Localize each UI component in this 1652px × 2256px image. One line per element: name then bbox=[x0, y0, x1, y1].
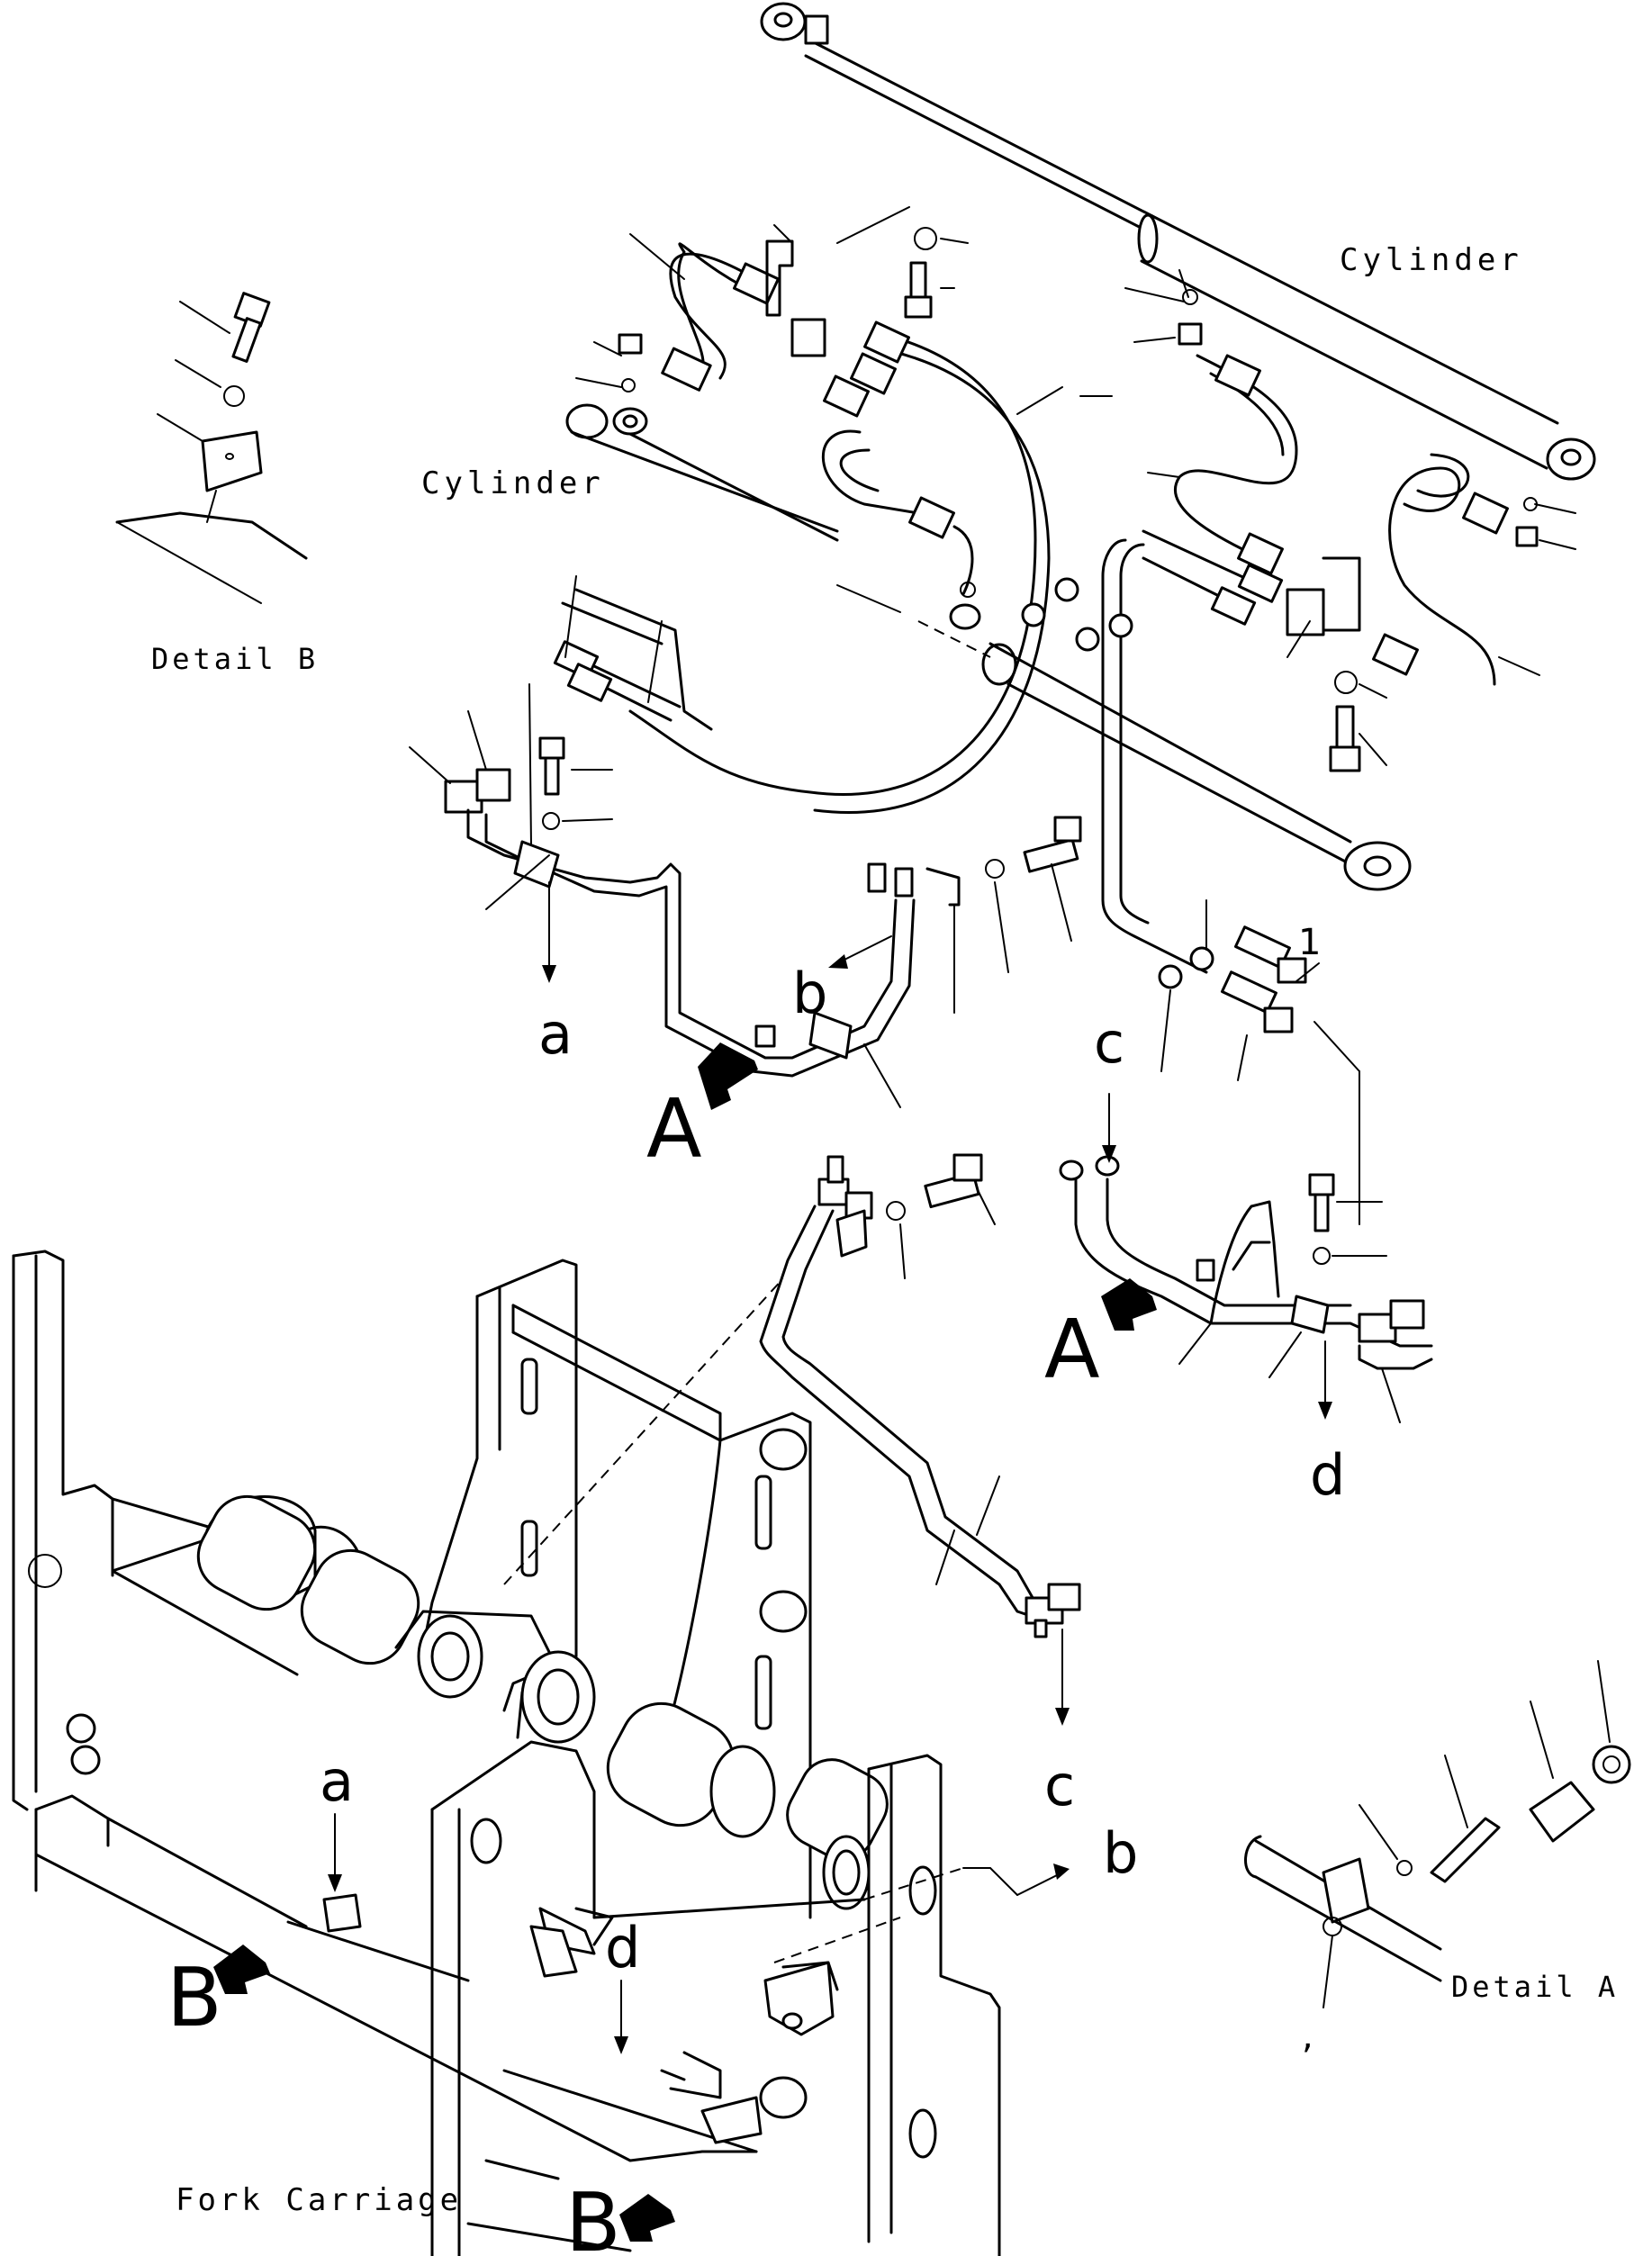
letter-c-upper: c bbox=[1094, 1010, 1124, 1076]
cylinder-left-label: Cylinder bbox=[421, 465, 605, 501]
lower-pipe-c: c bbox=[759, 1153, 1081, 1818]
letter-B-left: B bbox=[167, 1951, 222, 2045]
comma-mark: , bbox=[1302, 2016, 1313, 2057]
upper-hoses bbox=[575, 206, 1576, 974]
middle-left-piping: a b A bbox=[409, 575, 1082, 1177]
detail-a-label: Detail A bbox=[1451, 1970, 1619, 2004]
letter-A-upper: A bbox=[646, 1082, 702, 1177]
letter-c-lower: c bbox=[1044, 1753, 1075, 1818]
letter-A-lower: A bbox=[1044, 1303, 1100, 1397]
detail-b: Detail B bbox=[115, 292, 319, 676]
letter-b-upper: b bbox=[792, 961, 827, 1026]
letter-a-upper: a bbox=[538, 1001, 573, 1067]
detail-a: Detail A , bbox=[1244, 1660, 1631, 2057]
fork-carriage: b a d B B Fork Carriage bbox=[12, 1250, 1138, 2256]
letter-d-lower: d bbox=[605, 1915, 640, 1981]
callout-1: 1 bbox=[1298, 922, 1321, 963]
fork-carriage-label: Fork Carriage bbox=[176, 2182, 462, 2218]
solid-arrow-icon bbox=[698, 1042, 758, 1110]
letter-b-lower: b bbox=[1103, 1820, 1138, 1886]
cylinder-left-assembly: Cylinder bbox=[421, 403, 1412, 891]
middle-right-piping: 1 c d A bbox=[1044, 899, 1433, 1508]
solid-arrow-icon bbox=[1101, 1278, 1157, 1331]
letter-d-upper: d bbox=[1310, 1442, 1345, 1508]
letter-B-bottom: B bbox=[565, 2176, 621, 2256]
cylinder-top-label: Cylinder bbox=[1340, 242, 1523, 278]
cylinder-right-assembly: Cylinder bbox=[760, 2, 1596, 481]
letter-a-lower: a bbox=[320, 1748, 354, 1814]
solid-arrow-icon bbox=[213, 1945, 270, 1994]
detail-b-label: Detail B bbox=[151, 642, 319, 676]
solid-arrow-icon bbox=[619, 2194, 675, 2242]
